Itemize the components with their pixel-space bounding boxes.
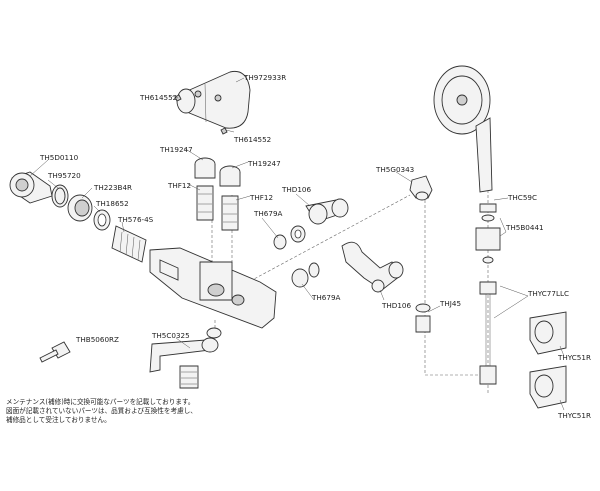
spout-nut-part [206, 327, 222, 339]
label-thd106-upper: THD106 [281, 185, 311, 194]
label-th679a-upper: TH679A [253, 209, 283, 218]
label-th95720: TH95720 [47, 171, 81, 180]
check-valve-part-left [196, 185, 214, 221]
label-th614552-bottom: TH614552 [233, 135, 271, 144]
label-th5g0343: TH5G0343 [375, 165, 414, 174]
note-line-2: 図面が記載されていないパーツは、品質および互換性を考慮し、 [6, 407, 197, 415]
label-th679a-lower: TH679A [311, 293, 341, 302]
label-thc59c: THC59C [507, 193, 537, 202]
hose-nut-part [415, 303, 431, 333]
label-thb5060rz: THB5060RZ [75, 335, 119, 344]
gasket-part-lower [308, 262, 320, 278]
note-line-3: 補修品として受注しておりません。 [6, 416, 111, 424]
washer-part [93, 209, 111, 231]
screw-part-bottom [220, 127, 228, 135]
ring-part [51, 184, 69, 208]
shower-head-part [433, 65, 493, 193]
mixer-body-part [149, 247, 277, 329]
label-thyc77llc: THYC77LLC [527, 289, 569, 298]
shower-hose-part [479, 281, 497, 385]
key-part [39, 341, 71, 363]
label-thf12-left: THF12 [167, 181, 191, 190]
elbow-union-part-lower [341, 241, 404, 293]
hose-elbow-part [409, 175, 433, 201]
shower-holder-part-lower [529, 365, 567, 409]
leader-lines [29, 77, 565, 411]
cap-part-right [219, 165, 241, 187]
temperature-handle-part [9, 171, 53, 204]
check-valve-part-right [221, 195, 239, 231]
spout-part [149, 337, 219, 389]
elbow-union-part-upper [305, 198, 349, 225]
label-th5b0441: TH5B0441 [505, 223, 544, 232]
label-th223b4r: TH223B4R [93, 183, 132, 192]
cartridge-part [111, 225, 147, 263]
label-thj45: THJ45 [439, 299, 461, 308]
label-th19247-left: TH19247 [159, 145, 193, 154]
gasket-part-upper [290, 225, 306, 243]
label-th5c0325: TH5C0325 [151, 331, 190, 340]
label-th5d0110: TH5D0110 [39, 153, 79, 162]
ring-nut-part [67, 194, 93, 222]
part-number-labels: TH972933R TH614552 TH614552 TH19247 TH19… [39, 73, 591, 420]
shower-holder-part-upper [529, 311, 567, 355]
label-thd106-lower: THD106 [381, 301, 411, 310]
label-th18652: TH18652 [95, 199, 129, 208]
label-th19247-right: TH19247 [247, 159, 281, 168]
cap-part-left [194, 157, 216, 179]
label-th614552-top: TH614552 [139, 93, 177, 102]
label-thf12-right: THF12 [249, 193, 273, 202]
union-nut-part-upper [273, 234, 287, 250]
hose-fitting-part [475, 227, 501, 264]
maintenance-note: メンテナンス(補修)時に交換可能なパーツを記載しております。 図面が記載されてい… [6, 398, 336, 425]
note-line-1: メンテナンス(補修)時に交換可能なパーツを記載しております。 [6, 398, 195, 406]
label-thyc51r-lower: THYC51R [557, 411, 591, 420]
label-th576-4s: TH576-4S [117, 215, 154, 224]
label-thyc51r-upper: THYC51R [557, 353, 591, 362]
union-nut-part-lower [291, 268, 309, 288]
label-th972933r: TH972933R [243, 73, 286, 82]
shower-adapter-part [479, 203, 497, 222]
handle-cap-part [176, 70, 251, 129]
